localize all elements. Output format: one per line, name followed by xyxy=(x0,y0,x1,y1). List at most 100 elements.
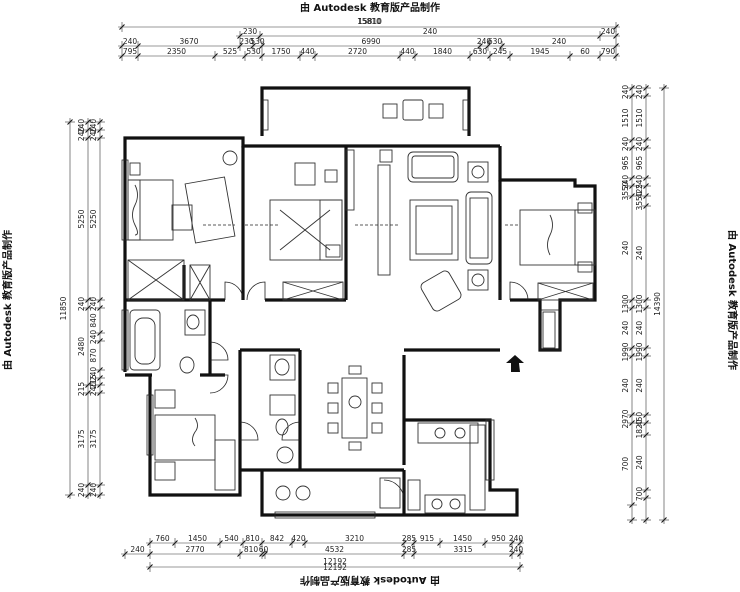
bathroom-left-furniture xyxy=(129,309,206,374)
dimension-label: 240 xyxy=(635,321,644,336)
dimension-label: 3550 xyxy=(621,181,630,200)
dimension-label: 3175 xyxy=(89,429,98,448)
dimension-label: 11850 xyxy=(59,296,68,320)
dimension-label: 1945 xyxy=(530,47,549,56)
dimension-label: 3315 xyxy=(453,545,472,554)
dimension-label: 15810 xyxy=(358,17,382,26)
dimension-label: 1820 xyxy=(635,419,644,438)
dimension-label: 240 xyxy=(635,378,644,393)
dimension-label: 240 xyxy=(89,483,98,498)
dimension-label: 240 xyxy=(89,367,98,382)
dimension-label: 1300 xyxy=(621,294,630,313)
dimension-label: 870 xyxy=(89,348,98,363)
watermark-right: 由 Autodesk 教育版产品制作 xyxy=(726,230,739,370)
dimension-label: 240 xyxy=(635,455,644,470)
dimension-label: 230 xyxy=(243,27,258,36)
dimension-label: 12192 xyxy=(323,563,347,572)
dimension-label: 215 xyxy=(77,382,86,397)
dimension-label: 810 xyxy=(244,545,259,554)
dimension-label: 3175 xyxy=(77,429,86,448)
dimension-label: 60 xyxy=(580,47,590,56)
kitchen-furniture xyxy=(407,422,486,514)
dimension-label: 795 xyxy=(123,47,138,56)
dimension-label: 240 xyxy=(509,545,524,554)
dimension-label: 425 xyxy=(635,184,644,199)
dimension-label: 14390 xyxy=(653,292,662,316)
dimension-label: 6990 xyxy=(361,37,380,46)
dimension-label: 5250 xyxy=(77,209,86,228)
dimension-label: 240 xyxy=(552,37,567,46)
dimension-label: 915 xyxy=(420,534,435,543)
watermark-left: 由 Autodesk 教育版产品制作 xyxy=(1,230,14,370)
dimension-label: 240 xyxy=(77,119,86,134)
windows xyxy=(121,99,561,519)
dimension-label: 240 xyxy=(635,137,644,152)
dimension-label: 240 xyxy=(77,483,86,498)
dimension-label: 530 xyxy=(246,47,261,56)
dimension-label: 4532 xyxy=(325,545,344,554)
dimension-label: 1450 xyxy=(188,534,207,543)
dimension-label: 285 xyxy=(402,545,417,554)
dimension-label: 700 xyxy=(635,487,644,502)
dimension-label: 420 xyxy=(291,534,306,543)
dimension-label: 240 xyxy=(89,382,98,397)
dimension-label: 1300 xyxy=(635,294,644,313)
dimension-label: 240 xyxy=(621,378,630,393)
dimension-label: 2770 xyxy=(185,545,204,554)
dimension-label: 1510 xyxy=(621,108,630,127)
bedroom-2-furniture xyxy=(269,162,344,301)
bedroom-3-furniture xyxy=(519,202,596,349)
dimension-label: 240 xyxy=(423,27,438,36)
dining-furniture xyxy=(327,365,383,451)
dimension-label: 240 xyxy=(601,27,616,36)
dimension-label: 240 xyxy=(635,246,644,261)
watermark-top: 由 Autodesk 教育版产品制作 xyxy=(300,1,440,14)
dimension-label: 842 xyxy=(270,534,285,543)
dimension-label: 240 xyxy=(89,330,98,345)
dimension-label: 240 xyxy=(77,127,86,142)
dimension-label: 240 xyxy=(89,119,98,134)
dimension-label: 1990 xyxy=(621,342,630,361)
dimension-label: 240 xyxy=(89,297,98,312)
dimension-label: 2720 xyxy=(348,47,367,56)
dimension-label: 240 xyxy=(509,534,524,543)
dimension-label: 240 xyxy=(621,321,630,336)
dimension-label: 2970 xyxy=(621,409,630,428)
dimension-label: 965 xyxy=(621,156,630,171)
dimension-label: 240 xyxy=(621,137,630,152)
dimension-label: 1840 xyxy=(433,47,452,56)
dimension-label: 790 xyxy=(601,47,616,56)
dimension-label: 285 xyxy=(402,534,417,543)
lower-balcony-furniture xyxy=(275,477,401,509)
dimension-label: 630 xyxy=(488,37,503,46)
dimension-label: 3550 xyxy=(635,191,644,210)
dimension-label: 230 xyxy=(239,37,254,46)
dimension-label: 810 xyxy=(245,534,260,543)
dimension-label: 1450 xyxy=(453,534,472,543)
dimension-label: 525 xyxy=(223,47,238,56)
dimension-label: 240 xyxy=(123,37,138,46)
dimension-label: 240 xyxy=(89,127,98,142)
dimension-label: 530 xyxy=(250,37,265,46)
dimension-label: 15810 xyxy=(357,17,381,26)
dimension-label: 240 xyxy=(635,85,644,100)
entrance-arrow xyxy=(506,355,524,372)
dimension-label: 240 xyxy=(621,241,630,256)
bedroom-1-furniture xyxy=(127,150,238,301)
dimension-label: 1510 xyxy=(635,108,644,127)
dimension-label: 60 xyxy=(259,545,269,554)
dimension-label: 630 xyxy=(473,47,488,56)
dimension-label: 700 xyxy=(621,457,630,472)
dimension-label: 240 xyxy=(130,545,145,554)
dimension-label: 965 xyxy=(635,156,644,171)
dimension-label: 1750 xyxy=(271,47,290,56)
dimension-label: 1990 xyxy=(635,342,644,361)
living-room-furniture xyxy=(377,149,493,312)
walls xyxy=(123,86,597,517)
dimension-label: 440 xyxy=(400,47,415,56)
bedroom-4-furniture xyxy=(154,389,236,491)
dimension-label: 240 xyxy=(621,85,630,100)
dimension-label: 540 xyxy=(224,534,239,543)
